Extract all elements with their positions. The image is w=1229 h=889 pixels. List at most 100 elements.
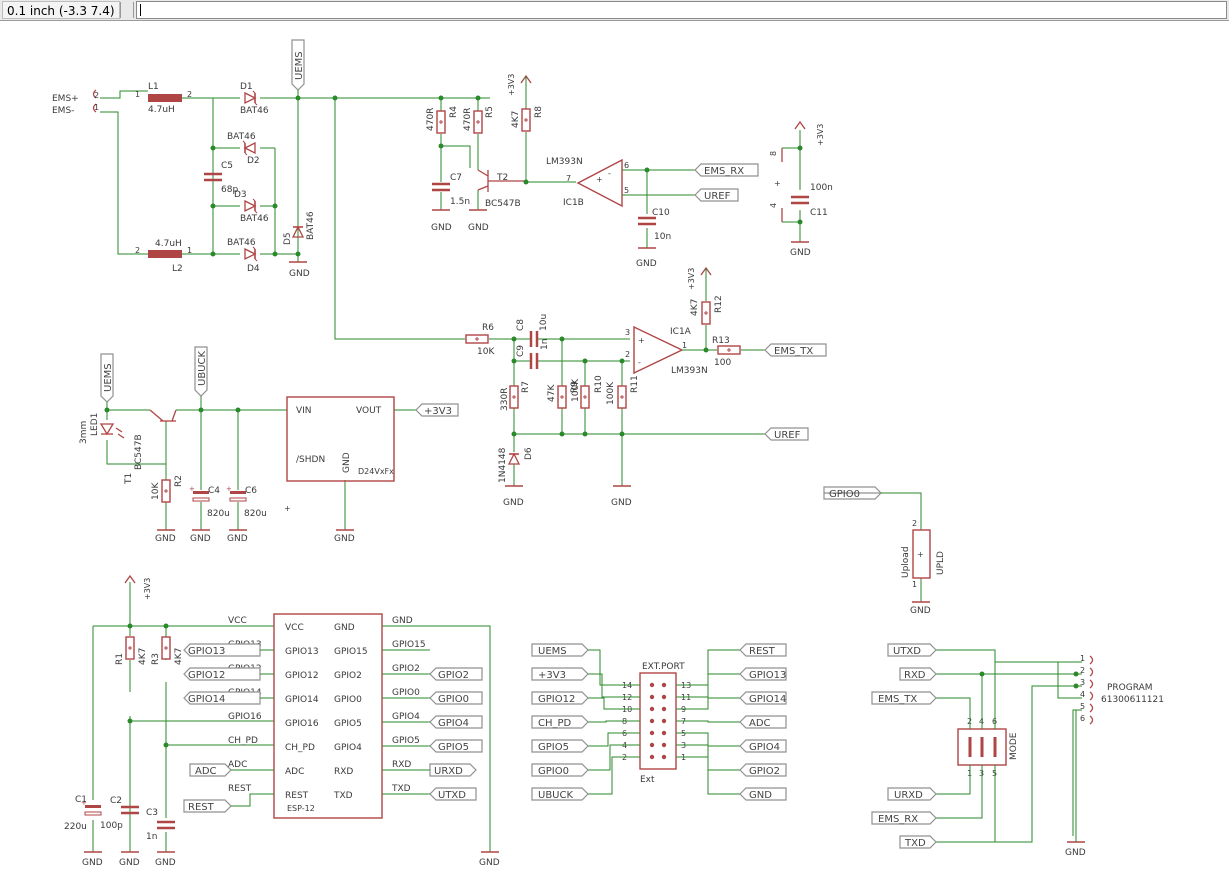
net-port-ext-gpio4[interactable]: GPIO4 [739,739,787,753]
net-port-ems-tx[interactable]: EMS_TX [764,343,827,357]
net-port-ext-v3[interactable]: +3V3 [531,667,589,681]
net-port-ext-gpio13[interactable]: GPIO13 [739,667,787,681]
net-port-ext-gpio14[interactable]: GPIO14 [739,691,787,705]
port-label: +3V3 [538,670,566,681]
resistor-R11[interactable]: 100K R11 [606,375,640,409]
net-port-esp-gpio12[interactable]: GPIO12 [183,667,261,681]
resistor-R8[interactable]: 4K7 R8 [511,106,544,132]
resistor-R4[interactable]: 470R R4 [426,106,459,134]
net-port-prog-rxd[interactable]: RXD [899,667,937,681]
net-port-prog-utxd[interactable]: UTXD [887,643,937,657]
net-port-esp-utxd[interactable]: UTXD [429,787,477,801]
gnd-label: GND [227,534,248,544]
net-port-ext-gpio5[interactable]: GPIO5 [531,739,589,753]
net-port-esp-gpio5[interactable]: GPIO5 [429,739,483,753]
capacitor-C5[interactable]: C5 68p [202,161,238,195]
resistor-R13[interactable]: R13 100 [712,336,741,368]
net-port-ext-gpio0[interactable]: GPIO0 [531,763,589,777]
transistor-T2[interactable]: T2 BC547B [477,169,526,209]
diode-D1[interactable]: D1 BAT46 [240,82,269,116]
capacitor-C9[interactable]: C9 1n [516,339,550,371]
net-port-esp-gpio13[interactable]: GPIO13 [183,643,261,657]
resistor-R1[interactable]: R1 4K7 [115,636,148,665]
diode-D2[interactable]: BAT46 D2 [227,132,260,166]
opamp-IC1A[interactable]: +- IC1A LM393N 3 2 1 [625,325,708,376]
regulator-module[interactable]: VIN VOUT /SHDN GND D24VxFx [286,396,395,482]
net-port-ubuck[interactable]: UBUCK [194,346,208,397]
port-label: GPIO14 [188,694,225,705]
command-input[interactable] [136,1,1227,19]
resistor-R9[interactable]: 47K R9 [547,381,580,409]
diode-D3[interactable]: D3 BAT46 [234,190,269,224]
inductor-L2[interactable]: 4.7uH L2 2 1 [135,239,192,274]
net-port-prog-txd[interactable]: TXD [899,835,937,849]
net-port-ext-chpd[interactable]: CH_PD [531,715,589,729]
part-name: C3 [146,808,158,818]
diode-D6[interactable]: 1N4148 D6 [498,447,534,483]
port-label: GPIO0 [438,694,469,705]
part-value: BAT46 [227,132,256,142]
net-port-prog-emsrx[interactable]: EMS_RX [871,811,937,825]
inductor-L1[interactable]: L1 4.7uH 1 2 [135,82,192,115]
led-LED1[interactable]: 3mm LED1 [79,413,125,444]
net-port-esp-gpio14[interactable]: GPIO14 [183,691,261,705]
resistor-R12[interactable]: 4K7 R12 [690,295,724,325]
resistor-R3[interactable]: R3 4K7 [151,636,184,665]
ems-connector[interactable]: EMS+ EMS- 2 1 [52,89,99,116]
gnd-label: GND [479,858,500,868]
schematic-canvas[interactable]: + EMS+ EMS- 2 1 L1 4.7uH 1 2 4.7uH L2 2 … [0,21,1229,885]
resistor-R7[interactable]: 330R R7 [500,381,531,411]
net-port-ext-gpio2[interactable]: GPIO2 [739,763,787,777]
net-port-uref-mid[interactable]: UREF [764,427,809,441]
net-port-ems-rx[interactable]: EMS_RX [694,163,759,177]
mode-jumper[interactable]: MODE [957,728,1019,766]
ems-minus-label: EMS- [52,106,74,116]
port-label: GPIO2 [438,670,469,681]
capacitor-C3[interactable]: C3 1n [146,808,177,842]
resistor-R10[interactable]: 100K R10 [571,375,604,409]
transistor-T1[interactable]: T1 BC547B [124,409,177,485]
capacitor-C1[interactable]: C1 220u [64,795,102,832]
net-port-ext-gpio12[interactable]: GPIO12 [531,691,589,705]
resistor-R5[interactable]: 470R R5 [463,106,495,134]
v3-label: +3V3 [143,578,152,600]
net-port-uems-left[interactable]: UEMS [100,353,114,403]
net-port-esp-adc[interactable]: ADC [189,763,232,777]
net-port-esp-gpio4[interactable]: GPIO4 [429,715,483,729]
switch-UPLD[interactable]: + Upload UPLD 2 1 [901,519,946,589]
resistor-R2[interactable]: 10K R2 [151,475,184,503]
capacitor-C6[interactable]: C6 820u [225,484,267,519]
ext-port-connector[interactable]: EXT.PORT Ext [639,662,685,785]
net-port-prog-urxd[interactable]: URXD [887,787,937,801]
net-port-ext-uems[interactable]: UEMS [531,643,589,657]
program-header[interactable]: PROGRAM 61300611121 [1089,655,1164,725]
net-port-ext-rest[interactable]: REST [739,643,787,657]
net-port-ext-gnd[interactable]: GND [739,787,787,801]
net-port-esp-urxd[interactable]: URXD [429,763,477,777]
net-port-v3-reg[interactable]: +3V3 [415,403,459,417]
port-label: UREF [704,191,731,202]
gnd-label: GND [155,534,176,544]
capacitor-C10[interactable]: C10 10n [636,208,671,242]
net-port-ext-ubuck[interactable]: UBUCK [531,787,589,801]
capacitor-C8[interactable]: C8 10u [516,314,549,349]
opamp-IC1B[interactable]: +- LM393N IC1B 7 6 5 [546,157,629,208]
svg-text:+: + [774,179,781,188]
net-port-esp-gpio2[interactable]: GPIO2 [429,667,483,681]
net-port-uref-top[interactable]: UREF [694,188,739,202]
net-port-prog-emstx[interactable]: EMS_TX [871,691,937,705]
net-port-esp-rest[interactable]: REST [183,799,232,813]
net-port-esp-gpio0[interactable]: GPIO0 [429,691,483,705]
diode-D5[interactable]: D5 BAT46 [283,211,316,245]
pin-label: VIN [296,406,312,416]
capacitor-C2[interactable]: C2 100p [100,796,141,831]
net-port-ext-adc[interactable]: ADC [739,715,787,729]
diode-D4[interactable]: BAT46 D4 [227,238,260,274]
net-port-uems-top[interactable]: UEMS [291,39,305,91]
capacitor-C11[interactable]: 100n C11 [789,183,833,218]
resistor-R6[interactable]: R6 10K [465,323,495,357]
net-port-gpio0-upld[interactable]: GPIO0 [823,486,883,500]
capacitor-C4[interactable]: C4 820u [188,484,230,519]
capacitor-C7[interactable]: C7 1.5n [430,173,470,207]
esp-12-module[interactable]: ESP-12 [273,613,383,819]
